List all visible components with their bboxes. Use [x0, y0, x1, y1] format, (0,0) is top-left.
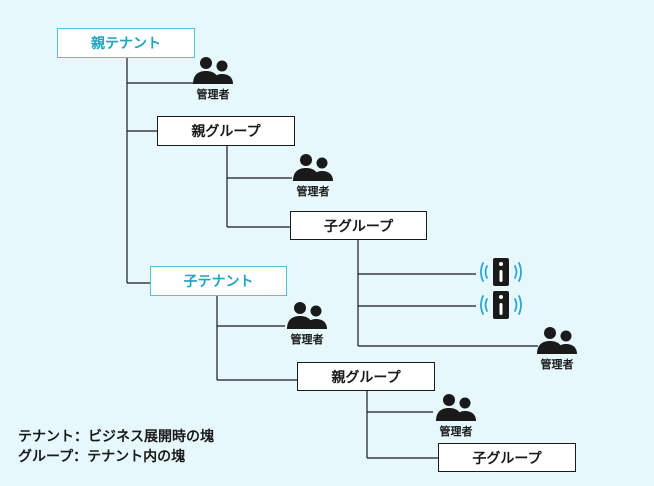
legend-tenant: テナント：ビジネス展開時の塊	[18, 429, 214, 445]
root-tenant-label: 親テナント	[91, 36, 161, 52]
people-icon	[193, 57, 233, 84]
parent-group-label: 親グループ	[191, 124, 261, 140]
admin-node: 管理者	[183, 55, 243, 102]
legend: テナント：ビジネス展開時の塊 グループ：テナント内の塊	[18, 427, 214, 467]
parent-group-box: 親グループ	[157, 116, 295, 146]
people-icon	[537, 327, 577, 354]
admin-node: 管理者	[527, 325, 587, 372]
child-group-label: 子グループ	[472, 450, 542, 467]
admin-label: 管理者	[296, 185, 330, 198]
child-tenant-box: 子テナント	[150, 266, 287, 296]
child-group-box: 子グループ	[438, 443, 576, 472]
admin-label: 管理者	[439, 425, 473, 438]
admin-label: 管理者	[196, 88, 230, 101]
admin-label: 管理者	[290, 333, 324, 346]
admin-node: 管理者	[426, 392, 486, 439]
admin-node: 管理者	[283, 152, 343, 199]
people-icon	[293, 154, 333, 181]
people-icon	[436, 394, 476, 421]
parent-group-box: 親グループ	[297, 362, 435, 391]
child-group-box: 子グループ	[290, 211, 427, 240]
child-tenant-label: 子テナント	[183, 274, 254, 290]
admin-label: 管理者	[540, 358, 574, 371]
root-tenant-box: 親テナント	[57, 28, 195, 58]
people-icon	[287, 302, 327, 329]
iot-device-icon	[480, 258, 522, 286]
legend-group: グループ：テナント内の塊	[18, 449, 186, 465]
admin-node: 管理者	[277, 300, 337, 347]
parent-group-label: 親グループ	[331, 369, 401, 386]
iot-device-icon	[480, 291, 522, 319]
child-group-label: 子グループ	[323, 218, 394, 235]
